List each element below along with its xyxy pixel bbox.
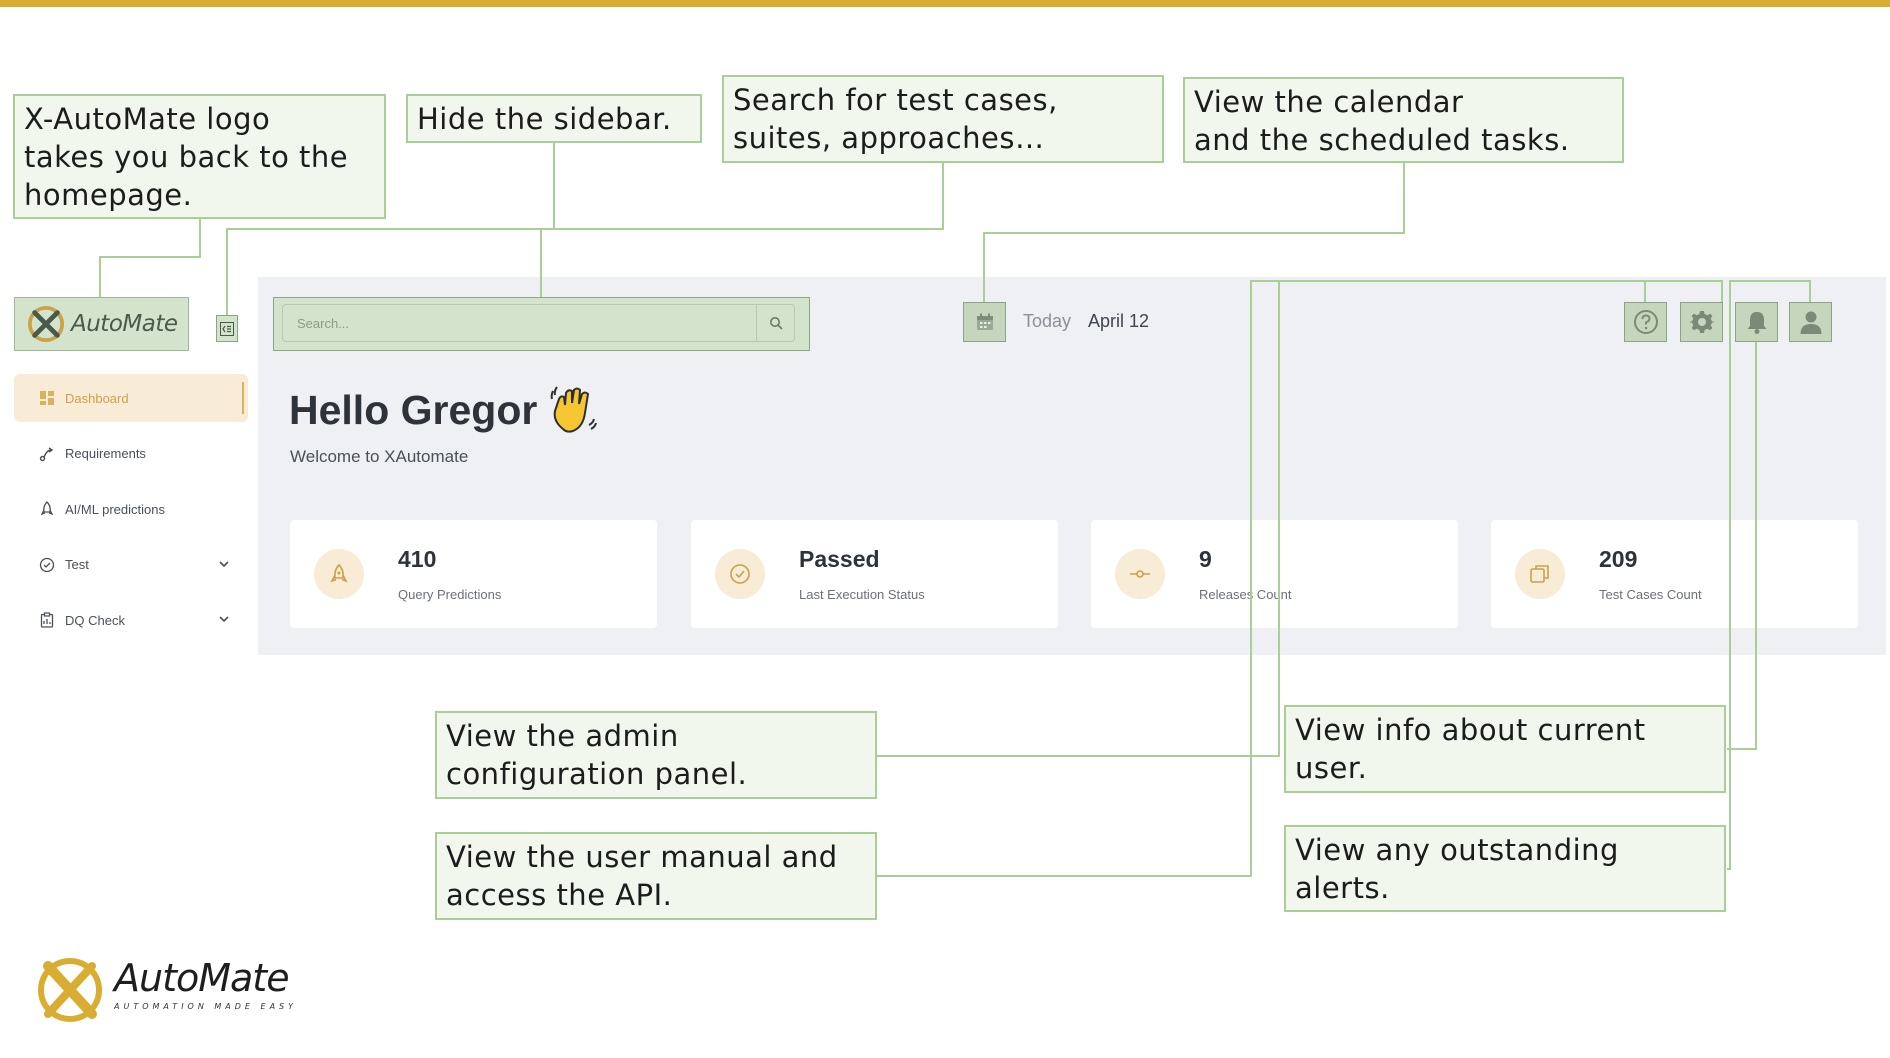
stat-value: 209 bbox=[1599, 546, 1638, 572]
today-label: Today bbox=[1023, 311, 1072, 331]
chevron-down-icon[interactable] bbox=[216, 611, 232, 627]
help-button[interactable] bbox=[1624, 302, 1667, 342]
sidebar-item-dashboard[interactable]: Dashboard bbox=[14, 374, 248, 422]
dashboard-icon bbox=[38, 389, 56, 407]
settings-icon bbox=[1688, 311, 1715, 333]
annotation-calendar: View the calendar and the scheduled task… bbox=[1183, 77, 1624, 163]
search-input[interactable] bbox=[283, 305, 758, 341]
stat-label: Test Cases Count bbox=[1599, 587, 1702, 602]
rocket-icon bbox=[38, 500, 56, 518]
user-button[interactable] bbox=[1789, 302, 1832, 342]
sidebar-item-label: DQ Check bbox=[65, 612, 125, 628]
requirements-icon bbox=[38, 445, 56, 463]
check-circle-icon bbox=[38, 556, 56, 574]
x-logo-icon bbox=[27, 305, 65, 343]
rocket-icon bbox=[314, 549, 364, 599]
stat-card-test-cases-count[interactable]: 209 Test Cases Count bbox=[1491, 520, 1858, 628]
sidebar-item-dq-check[interactable]: DQ Check bbox=[14, 596, 248, 644]
calendar-button[interactable] bbox=[963, 302, 1006, 342]
welcome-subtitle: Welcome to XAutomate bbox=[290, 447, 469, 466]
stat-value: 410 bbox=[398, 546, 437, 572]
stat-label: Last Execution Status bbox=[799, 587, 925, 602]
footer-brand: AutoMate bbox=[114, 956, 290, 1000]
waving-hand-icon bbox=[551, 386, 598, 433]
annotation-logo: X-AutoMate logo takes you back to the ho… bbox=[13, 94, 386, 219]
settings-button[interactable] bbox=[1680, 302, 1723, 342]
stat-card-last-execution-status[interactable]: Passed Last Execution Status bbox=[691, 520, 1058, 628]
commit-icon bbox=[1115, 549, 1165, 599]
copy-icon bbox=[1515, 549, 1565, 599]
search-bar bbox=[273, 297, 810, 351]
bell-icon bbox=[1747, 312, 1766, 334]
accent-bar bbox=[0, 0, 1890, 7]
sidebar-item-aiml-predictions[interactable]: AI/ML predictions bbox=[14, 485, 248, 533]
greeting-text: Hello Gregor bbox=[289, 386, 538, 433]
stat-value: Passed bbox=[799, 546, 880, 572]
sidebar-nav: Dashboard Requirements AI/ML predictions… bbox=[14, 374, 248, 652]
footer-tagline: AUTOMATION MADE EASY bbox=[114, 1002, 297, 1011]
sidebar-item-label: Dashboard bbox=[65, 390, 129, 406]
chevron-down-icon[interactable] bbox=[216, 556, 232, 572]
sidebar-logo[interactable]: AutoMate bbox=[14, 297, 189, 351]
annotation-alerts: View any outstanding alerts. bbox=[1284, 825, 1726, 912]
search-icon bbox=[769, 317, 783, 330]
annotation-search: Search for test cases, suites, approache… bbox=[722, 75, 1164, 163]
sidebar-item-label: Requirements bbox=[65, 446, 146, 461]
stat-value: 9 bbox=[1199, 546, 1212, 572]
clipboard-icon bbox=[38, 611, 56, 629]
x-logo-icon bbox=[38, 958, 102, 1022]
stat-card-releases-count[interactable]: 9 Releases Count bbox=[1091, 520, 1458, 628]
help-icon bbox=[1633, 310, 1658, 334]
sidebar-collapse-button[interactable] bbox=[216, 315, 238, 342]
page-title: Hello Gregor bbox=[289, 385, 598, 435]
annotation-user: View info about current user. bbox=[1284, 705, 1726, 793]
logo-text: AutoMate bbox=[71, 311, 178, 337]
footer-logo: AutoMate AUTOMATION MADE EASY bbox=[36, 956, 297, 1024]
annotation-sidebar: Hide the sidebar. bbox=[406, 94, 702, 143]
search-button[interactable] bbox=[756, 305, 794, 341]
current-date: April 12 bbox=[1088, 311, 1150, 331]
sidebar-item-requirements[interactable]: Requirements bbox=[14, 430, 248, 478]
notifications-button[interactable] bbox=[1735, 302, 1778, 342]
search-field-wrapper bbox=[282, 304, 795, 342]
stat-label: Releases Count bbox=[1199, 587, 1292, 602]
sidebar-collapse-icon bbox=[220, 321, 234, 336]
stat-label: Query Predictions bbox=[398, 587, 502, 602]
annotation-admin: View the admin configuration panel. bbox=[435, 711, 877, 799]
annotation-manual: View the user manual and access the API. bbox=[435, 832, 877, 920]
sidebar-item-test[interactable]: Test bbox=[14, 541, 248, 589]
user-icon bbox=[1800, 311, 1821, 334]
sidebar-item-label: AI/ML predictions bbox=[65, 501, 165, 517]
sidebar-item-label: Test bbox=[65, 557, 89, 572]
stat-card-query-predictions[interactable]: 410 Query Predictions bbox=[290, 520, 657, 628]
calendar-icon bbox=[976, 313, 993, 330]
check-circle-icon bbox=[715, 549, 765, 599]
